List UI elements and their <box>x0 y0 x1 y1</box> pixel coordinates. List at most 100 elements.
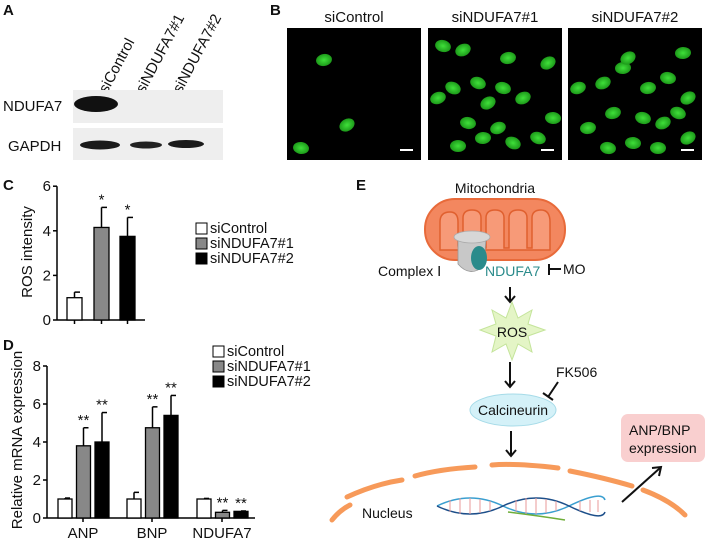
ros-label: ROS <box>497 324 527 340</box>
cell <box>480 96 496 110</box>
bar <box>66 297 83 321</box>
bar <box>144 427 161 519</box>
x-tick-label: NDUFA7 <box>192 525 251 542</box>
arrow-diagonal-icon <box>621 465 663 503</box>
cell <box>490 121 506 135</box>
legend-swatch <box>212 345 225 358</box>
cell <box>650 142 666 154</box>
mitochondria-icon <box>424 198 566 261</box>
y-tick-label: 2 <box>33 472 41 489</box>
legend-label: siNDUFA7#2 <box>227 374 311 390</box>
cell <box>605 106 621 120</box>
calcineurin-shape <box>469 393 557 427</box>
y-tick-label: 0 <box>43 312 51 329</box>
blot-band <box>130 141 162 149</box>
cell <box>530 131 546 145</box>
arrow-down-icon <box>504 362 516 389</box>
fluorescence-images <box>287 28 702 160</box>
ros-burst-icon <box>478 300 547 362</box>
cell <box>293 141 309 155</box>
cell <box>470 76 486 90</box>
y-tick-label: 8 <box>33 358 41 375</box>
cell <box>640 81 656 95</box>
bar <box>233 510 249 519</box>
cell <box>500 51 516 65</box>
significance-marker: ** <box>147 391 159 408</box>
nucleus-label: Nucleus <box>362 505 413 521</box>
image-title: siNDUFA7#2 <box>592 9 679 26</box>
cell <box>675 46 691 60</box>
significance-marker: ** <box>96 397 108 414</box>
lane-label: siControl <box>96 36 139 96</box>
legend-label: siControl <box>227 344 284 360</box>
significance-marker: ** <box>217 494 229 511</box>
bar <box>93 226 110 321</box>
bar <box>57 498 73 519</box>
legend-label: siNDUFA7#2 <box>210 251 294 267</box>
mitochondria-label: Mitochondria <box>455 180 535 196</box>
mo-label: MO <box>563 261 586 277</box>
y-tick-label: 6 <box>43 178 51 195</box>
panel-label-e: E <box>356 177 366 194</box>
cell <box>430 91 446 105</box>
y-tick-label: 0 <box>33 510 41 527</box>
y-tick-label: 6 <box>33 396 41 413</box>
cell <box>540 56 556 70</box>
dna-icon <box>436 495 606 521</box>
cell <box>660 71 676 85</box>
cell <box>625 136 641 150</box>
image-title: siNDUFA7#1 <box>452 9 539 26</box>
cell <box>600 141 616 155</box>
significance-marker: * <box>99 191 105 208</box>
legend-swatch <box>195 222 208 235</box>
bar <box>163 414 179 519</box>
legend-label: siNDUFA7#1 <box>210 236 294 252</box>
output-box <box>621 414 705 462</box>
cell <box>595 76 611 90</box>
cell <box>545 111 561 125</box>
cell <box>316 53 332 67</box>
blot-band <box>80 140 120 150</box>
image-title: siControl <box>324 9 383 26</box>
bar <box>75 445 92 519</box>
bar <box>119 235 136 321</box>
blot-band <box>168 140 204 148</box>
y-tick-label: 2 <box>43 267 51 284</box>
arrow-down-icon <box>504 287 516 304</box>
significance-marker: * <box>125 201 131 218</box>
calcineurin-label: Calcineurin <box>478 402 548 418</box>
cell <box>615 61 631 75</box>
cell <box>460 116 476 130</box>
cell <box>515 91 531 105</box>
ndufa7-label: NDUFA7 <box>485 263 540 279</box>
significance-marker: ** <box>235 495 247 512</box>
panel-label-c: C <box>3 177 14 194</box>
legend-swatch <box>195 252 208 265</box>
nuclear-envelope <box>329 461 688 523</box>
legend-label: siNDUFA7#1 <box>227 359 311 375</box>
legend-swatch <box>212 360 225 373</box>
cell <box>455 43 471 57</box>
output-label-line2: expression <box>629 440 697 456</box>
legend-swatch <box>195 237 208 250</box>
cell <box>680 131 696 145</box>
panel-label-b: B <box>270 2 281 19</box>
inhibition-icon <box>548 264 561 275</box>
bar <box>214 511 231 519</box>
panel-label-a: A <box>3 2 14 19</box>
cell <box>505 136 521 150</box>
cell <box>445 81 461 95</box>
cell <box>635 111 651 125</box>
significance-marker: ** <box>78 412 90 429</box>
bar <box>94 441 110 519</box>
complex-i-label: Complex Ⅰ <box>378 263 441 279</box>
blot-band <box>74 96 118 112</box>
cell <box>495 81 511 95</box>
blot-row-label: NDUFA7 <box>3 98 62 115</box>
cell <box>680 91 696 105</box>
cell <box>339 118 355 132</box>
y-axis-label: ROS intensity <box>19 206 36 298</box>
